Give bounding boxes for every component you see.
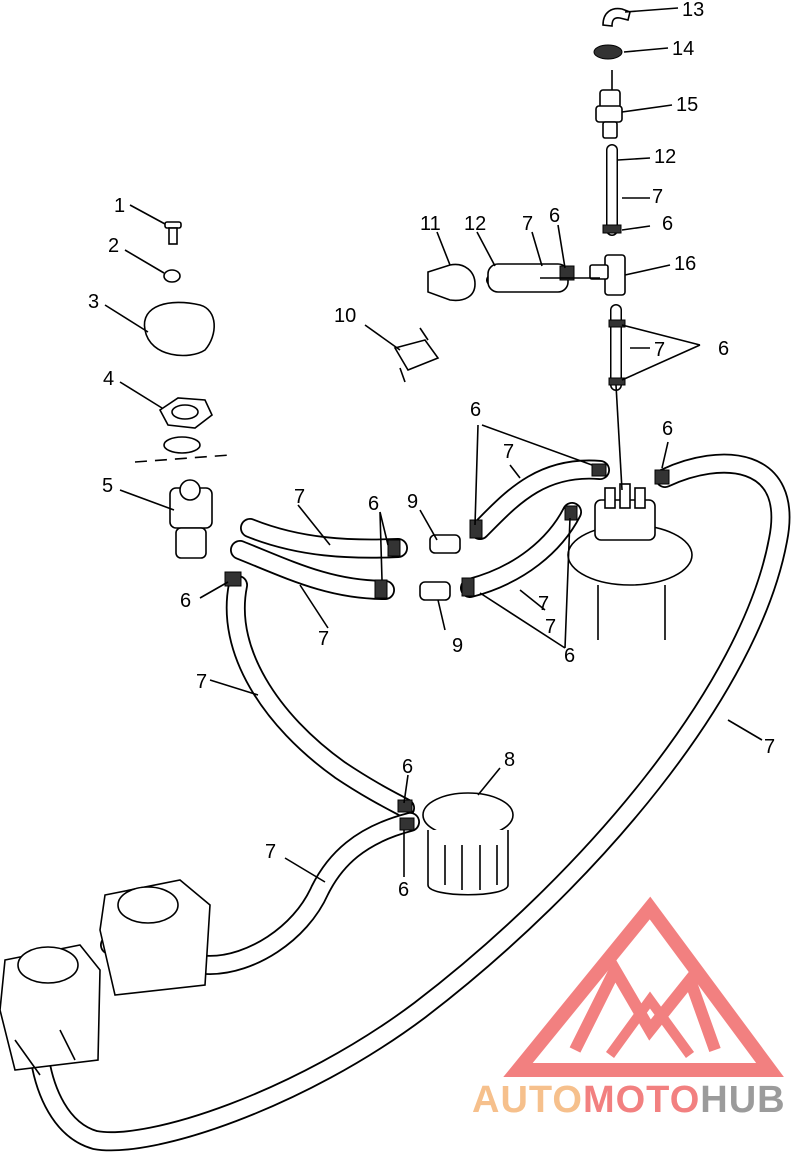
callout-9-b: 9 [452, 635, 463, 657]
watermark-auto: AUTO [472, 1079, 583, 1121]
callout-9-a: 9 [407, 491, 418, 513]
callout-7-c: 7 [294, 486, 305, 508]
carburetor-assembly [0, 879, 211, 1076]
callout-6-f: 6 [402, 756, 413, 778]
callout-10: 10 [334, 305, 356, 327]
callout-13: 13 [682, 0, 704, 21]
callout-7-i: 7 [522, 213, 533, 235]
parts [0, 7, 693, 1076]
callout-8: 8 [504, 749, 515, 771]
callout-7-k: 7 [652, 186, 663, 208]
callout-6-d: 6 [564, 645, 575, 667]
callout-7-a: 7 [196, 671, 207, 693]
watermark-moto: MOTO [583, 1079, 700, 1121]
leader-lines [104, 7, 763, 883]
callout-7-j: 7 [654, 339, 665, 361]
callout-labels: 1 2 3 4 5 6 7 7 7 6 9 9 6 7 7 7 6 6 7 8 … [88, 0, 775, 901]
callout-6-g: 6 [398, 879, 409, 901]
callout-6-b: 6 [368, 493, 379, 515]
callout-12-a: 12 [464, 213, 486, 235]
callout-7-d: 7 [503, 441, 514, 463]
callout-7-b: 7 [318, 628, 329, 650]
callout-12-b: 12 [654, 146, 676, 168]
callout-3: 3 [88, 291, 99, 313]
callout-2: 2 [108, 235, 119, 257]
callout-6-c: 6 [470, 399, 481, 421]
watermark-hub: HUB [700, 1079, 785, 1121]
watermark: AUTOMOTOHUB [472, 896, 786, 1121]
callout-15: 15 [676, 94, 698, 116]
callout-7-g: 7 [764, 736, 775, 758]
callout-6-h: 6 [549, 205, 560, 227]
callout-6-j: 6 [662, 213, 673, 235]
watermark-logo-icon [503, 896, 784, 1077]
clamps [224, 224, 670, 831]
callout-1: 1 [114, 195, 125, 217]
callout-7-f: 7 [545, 616, 556, 638]
callout-4: 4 [103, 368, 114, 390]
callout-6-i: 6 [718, 338, 729, 360]
callout-7-h: 7 [265, 841, 276, 863]
callout-6-e: 6 [662, 418, 673, 440]
callout-11: 11 [420, 213, 441, 235]
svg-text:AUTOMOTOHUB: AUTOMOTOHUB [472, 1079, 786, 1121]
callout-5: 5 [102, 475, 113, 497]
callout-6-a: 6 [180, 590, 191, 612]
callout-16: 16 [674, 253, 696, 275]
callout-14: 14 [672, 38, 694, 60]
callout-7-e: 7 [538, 593, 549, 615]
hoses [30, 144, 791, 1152]
